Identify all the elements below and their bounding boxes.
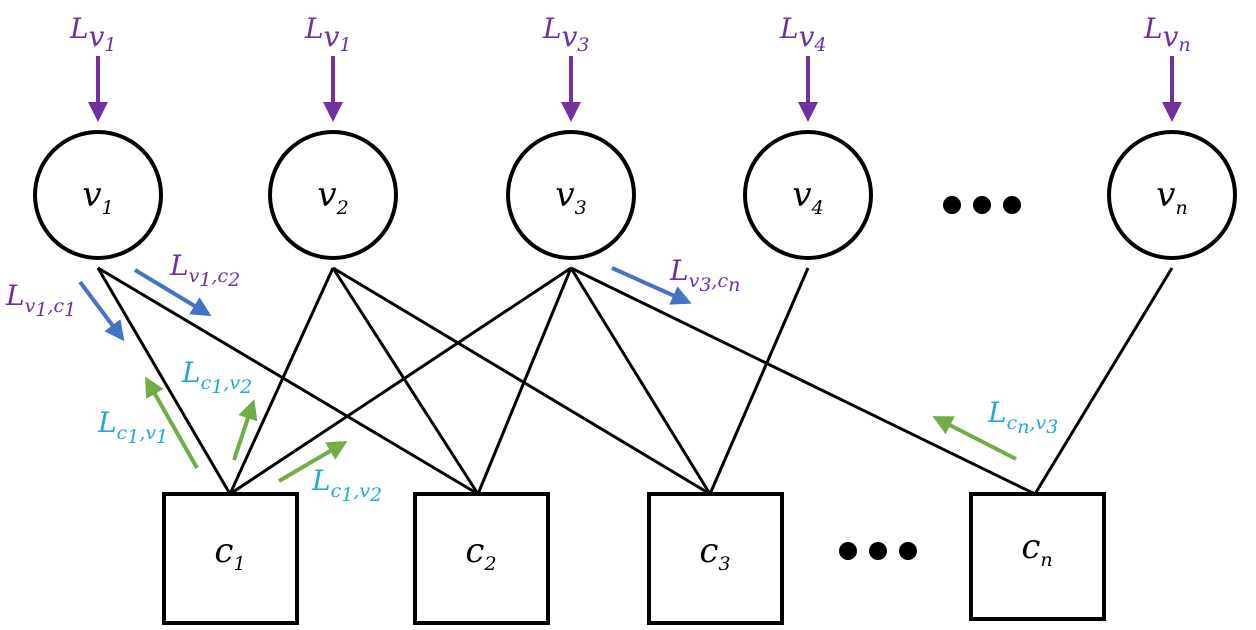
channel-llr-label-4: Lv4: [779, 12, 827, 56]
edge-vn-cn: [1033, 267, 1174, 495]
svg-text:v4: v4: [792, 175, 823, 219]
svg-text:v1: v1: [82, 175, 113, 219]
check-to-variable-labels: Lc1,v1 Lc1,v2 Lc1,v2 Lcn,v3: [97, 356, 1058, 506]
msg-label-cn-v3: Lcn,v3: [987, 396, 1058, 438]
variable-nodes: v1 v2 v3 v4 vn: [33, 130, 1237, 260]
msg-arrow-cn-v3: [932, 416, 1017, 461]
check-ellipsis: [839, 542, 917, 560]
msg-label-c1-v2-up: Lc1,v2: [181, 356, 252, 398]
channel-llr-label-3: Lv3: [542, 12, 590, 56]
edge-v3-cn: [570, 266, 1036, 496]
edge-v1-c1: [96, 267, 232, 495]
svg-text:c1: c1: [214, 531, 245, 575]
msg-arrow-c1-v2-up: [232, 399, 258, 461]
msg-arrow-v3-cn: [611, 266, 692, 305]
msg-label-v1-c1: Lv1,c1: [5, 279, 76, 321]
msg-label-v1-c2: Lv1,c2: [169, 249, 240, 291]
svg-text:v3: v3: [555, 175, 586, 219]
channel-llr-labels: Lv1 Lv1 Lv3 Lv4 Lvn: [69, 12, 1191, 56]
edge-v3-c3: [569, 267, 712, 495]
graph-edges: [96, 266, 1174, 496]
variable-node-1: v1: [33, 130, 163, 260]
variable-node-3: v3: [506, 130, 636, 260]
variable-ellipsis: [943, 196, 1021, 214]
channel-llr-label-1: Lv1: [69, 12, 117, 56]
svg-text:vn: vn: [1156, 175, 1187, 219]
check-node-n: cn: [969, 492, 1106, 621]
svg-text:cn: cn: [1021, 527, 1052, 571]
check-nodes: c1 c2 c3 cn: [162, 492, 1106, 625]
check-node-3: c3: [647, 492, 784, 625]
msg-arrow-v1-c1: [78, 280, 125, 342]
svg-text:c2: c2: [465, 531, 496, 575]
variable-node-2: v2: [268, 130, 398, 260]
edge-v2-c2: [331, 267, 480, 495]
msg-label-v3-cn: Lv3,cn: [669, 254, 740, 296]
variable-to-check-labels: Lv1,c1 Lv1,c2 Lv3,cn: [5, 249, 740, 321]
check-node-2: c2: [413, 492, 550, 625]
channel-llr-arrows: [88, 56, 1182, 122]
msg-arrow-v1-c2: [133, 268, 212, 317]
check-node-1: c1: [162, 492, 299, 625]
msg-arrow-c1-v1: [145, 376, 199, 469]
edge-v2-c1: [228, 267, 335, 495]
svg-text:c3: c3: [699, 531, 730, 575]
variable-to-check-arrows: [78, 266, 692, 342]
svg-text:v2: v2: [317, 175, 348, 219]
edge-v3-c2: [476, 267, 573, 495]
channel-llr-label-2: Lv1: [304, 12, 352, 56]
edge-v3-c1: [229, 266, 572, 496]
variable-node-4: v4: [743, 130, 873, 260]
edge-v2-c3: [332, 266, 711, 496]
channel-llr-label-n: Lvn: [1143, 12, 1191, 56]
msg-arrow-c1-v2-right: [277, 440, 348, 483]
variable-node-n: vn: [1107, 130, 1237, 260]
edge-v4-c3: [708, 267, 810, 495]
check-to-variable-arrows: [145, 376, 1017, 483]
msg-label-c1-v1: Lc1,v1: [97, 406, 168, 448]
edge-v1-c2: [97, 266, 479, 496]
msg-label-c1-v2-right: Lc1,v2: [311, 464, 382, 506]
